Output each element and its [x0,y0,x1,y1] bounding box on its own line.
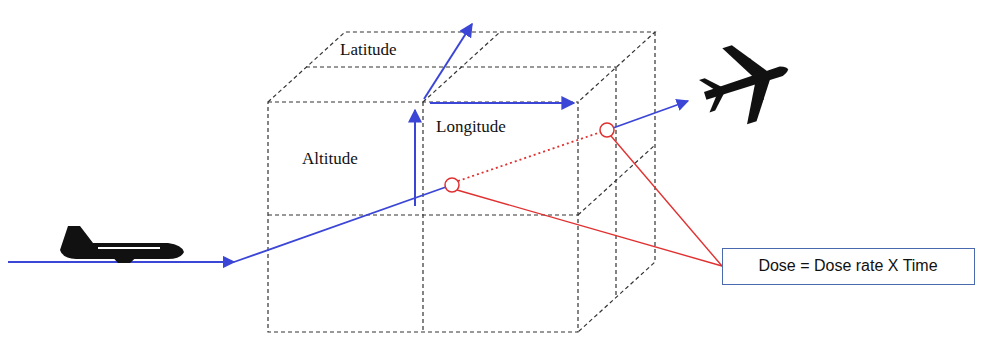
formula-text: Dose = Dose rate X Time [758,256,938,275]
airplane-side [60,226,184,263]
grid-cube [268,32,655,332]
axis-label: Altitude [302,150,358,169]
airplane-top [692,31,800,134]
axis-label: Latitude [340,41,397,60]
flight-path [8,101,722,266]
axis-label: Longitude [436,118,506,137]
formula-box: Dose = Dose rate X Time [722,248,975,285]
axis-arrows [415,24,574,206]
